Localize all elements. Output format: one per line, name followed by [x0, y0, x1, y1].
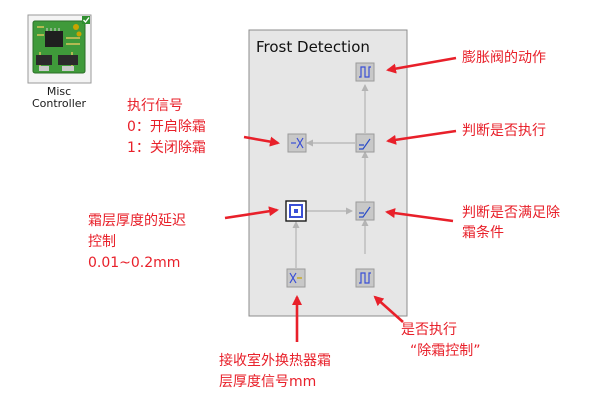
- annotation-condition-line2: 霜条件: [462, 224, 504, 241]
- arrow-valve-action: [386, 56, 457, 74]
- block-condition-decision[interactable]: [355, 201, 375, 221]
- component-label-misc: Misc: [47, 85, 71, 98]
- annotation-texts: 膨胀阀的动作 判断是否执行 执行信号 0：开启除霜 1：关闭除霜 判断是否满足除…: [88, 49, 560, 390]
- annotation-control-line2: “除霜控制”: [410, 343, 481, 359]
- cross-output-icon: [291, 137, 304, 149]
- annotation-execute-decision: 判断是否执行: [462, 123, 546, 139]
- pulse-wave-icon: [359, 66, 371, 78]
- arrow-execute-decision: [386, 129, 457, 145]
- checked-corner-icon: [82, 16, 90, 24]
- arrow-control-input: [373, 295, 404, 323]
- annotation-delay-line1: 霜层厚度的延迟: [88, 213, 186, 229]
- block-execute-control-input[interactable]: [355, 268, 375, 288]
- annotation-input-line1: 接收室外换热器霜: [219, 352, 331, 369]
- block-execute-signal-output[interactable]: [287, 133, 307, 153]
- annotation-condition-line1: 判断是否满足除: [462, 205, 560, 221]
- block-execute-decision[interactable]: [355, 133, 375, 153]
- annotation-signal-line0: 0：开启除霜: [127, 119, 206, 135]
- frost-detection-panel: Frost Detection: [248, 29, 408, 317]
- arrow-condition: [385, 208, 454, 223]
- ramp-icon: [359, 206, 371, 218]
- annotation-valve-action: 膨胀阀的动作: [462, 49, 546, 66]
- circuit-board-icon: [27, 14, 92, 84]
- annotation-signal-line1: 1：关闭除霜: [127, 140, 206, 156]
- arrow-execute-signal: [243, 135, 280, 147]
- annotation-delay-line2: 控制: [88, 234, 116, 250]
- misc-controller-component[interactable]: Misc Controller: [27, 14, 92, 110]
- component-label-controller: Controller: [32, 97, 87, 110]
- annotation-input-line2: 层厚度信号mm: [219, 374, 316, 390]
- pulse-wave-icon: [359, 272, 371, 284]
- annotation-signal-title: 执行信号: [127, 98, 183, 114]
- arrow-delay: [224, 206, 279, 220]
- annotation-delay-line3: 0.01~0.2mm: [88, 255, 180, 271]
- delay-block-icon: [289, 204, 303, 218]
- ramp-icon: [359, 138, 371, 150]
- panel-title: Frost Detection: [256, 38, 370, 56]
- annotation-arrows: [224, 56, 457, 342]
- annotation-control-line1: 是否执行: [401, 322, 457, 338]
- block-frost-delay[interactable]: [285, 200, 307, 222]
- signal-connections: [292, 84, 369, 268]
- block-valve-action[interactable]: [355, 62, 375, 82]
- cross-input-icon: [289, 272, 302, 284]
- block-frost-thickness-input[interactable]: [286, 268, 306, 288]
